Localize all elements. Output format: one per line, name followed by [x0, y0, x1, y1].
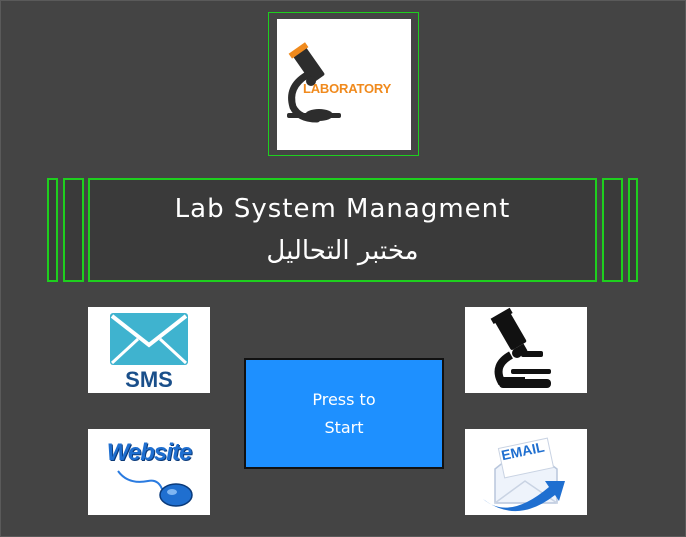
laboratory-logo: LABORATORY — [277, 19, 411, 150]
microscope-logo-icon — [287, 42, 341, 123]
title-panel: Lab System Managment مختبر التحاليل — [88, 178, 597, 282]
microscope-tile[interactable] — [465, 307, 587, 393]
start-button[interactable]: Press to Start — [244, 358, 444, 469]
start-button-line1: Press to — [312, 389, 376, 409]
logo-text: LABORATORY — [303, 81, 392, 96]
sms-tile[interactable]: SMS — [88, 307, 210, 393]
website-label: Website — [106, 439, 193, 466]
logo-frame — [268, 12, 419, 156]
email-tile[interactable]: EMAIL — [465, 429, 587, 515]
right-bar-inner — [602, 178, 623, 282]
website-mouse-icon — [117, 470, 193, 507]
email-envelope-icon — [483, 437, 565, 512]
sms-label: SMS — [125, 367, 173, 392]
left-bar-inner — [63, 178, 84, 282]
website-tile[interactable]: Website — [88, 429, 210, 515]
page-subtitle-arabic: مختبر التحاليل — [266, 236, 419, 266]
right-bar-outer — [628, 178, 638, 282]
microscope-icon — [490, 307, 551, 388]
start-button-line2: Start — [324, 417, 364, 437]
left-bar-outer — [47, 178, 58, 282]
sms-envelope-icon — [110, 313, 188, 365]
page-title: Lab System Managment — [174, 194, 511, 224]
